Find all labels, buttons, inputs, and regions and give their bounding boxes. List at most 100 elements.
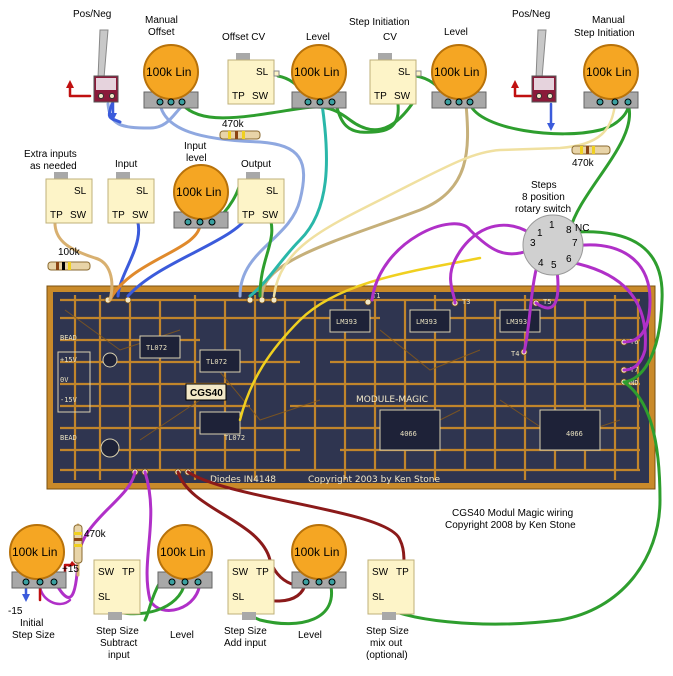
resistor-value: 470k (222, 119, 245, 130)
jack-tp-label: TP (242, 210, 255, 221)
t-labels: T1 T3 T5 T4 T6 T7 GND (372, 292, 639, 387)
ic-label: LM393 (416, 318, 437, 326)
rotary-position-label: 6 (566, 254, 572, 265)
t-label: T7 (630, 366, 638, 374)
label-initial: Initial (20, 618, 43, 629)
pot-level-1[interactable]: 100k Lin (291, 44, 347, 109)
pot-manual-step-initiation[interactable]: 100k Lin (583, 44, 639, 109)
label-level-2: Level (444, 27, 468, 38)
jack-step-size-subtract[interactable]: SW TP SL (93, 559, 141, 620)
resistor-value: 470k (84, 529, 107, 540)
ic-label: TL072 (206, 358, 227, 366)
pot-label: 100k Lin (12, 545, 57, 559)
t-label: T1 (372, 292, 380, 300)
pot-level-2[interactable]: 100k Lin (431, 44, 487, 109)
jack-sl-label: SL (74, 186, 87, 197)
label-manual-2: Manual (592, 15, 625, 26)
rotary-position-label: 8 (566, 225, 572, 236)
jack-tp-label: TP (256, 567, 269, 578)
bead-label: BEAD (60, 334, 77, 342)
pot-level-a[interactable]: 100k Lin (157, 524, 213, 589)
label-rotary-switch: rotary switch (515, 204, 571, 215)
label-plus15: +15 (62, 564, 79, 575)
jack-step-size-mix[interactable]: SW TP SL (367, 559, 415, 620)
caption-title: CGS40 Modul Magic wiring (452, 508, 573, 519)
cgs40-logo (185, 383, 227, 401)
power-label: 0V (60, 376, 69, 384)
arrow-down-icon (109, 113, 117, 121)
pcb-diodes: Diodes IN4148 (210, 475, 276, 485)
label-posneg-left: Pos/Neg (73, 9, 111, 20)
jack-sw-label: SW (98, 567, 115, 578)
label-step-size-sub-1: Step Size (96, 626, 139, 637)
power-header: +15V 0V -15V BEAD BEAD (57, 334, 120, 458)
arrow-up-icon (511, 80, 519, 88)
jack-sl-label: SL (256, 67, 269, 78)
pcb-board: TL072 TL072 TL072 LM393 LM393 LM393 4066… (46, 285, 656, 490)
ic-label: LM393 (506, 318, 527, 326)
jack-sl-label: SL (136, 186, 149, 197)
label-level-b: Level (298, 630, 322, 641)
rotary-position-label: 4 (538, 258, 544, 269)
rotary-switch[interactable]: 1 3 4 1 8 7 6 5 NC (522, 214, 589, 276)
jack-sw-label: SW (372, 567, 389, 578)
jack-sl-label: SL (398, 67, 411, 78)
jack-step-initiation-cv[interactable]: SL TP SW (369, 53, 422, 105)
toggle-switch-right[interactable] (531, 29, 557, 103)
jack-offset-cv[interactable]: SL TP SW (227, 53, 280, 105)
pot-label: 100k Lin (176, 185, 221, 199)
power-label: -15V (60, 396, 78, 404)
arrow-icon (68, 561, 76, 567)
jack-tp-label: TP (122, 567, 135, 578)
pot-label: 100k Lin (146, 65, 191, 79)
jack-extra-inputs[interactable]: SL TP SW (45, 172, 93, 224)
label-input-level-1: Input (184, 141, 206, 152)
resistor-left: 100k (47, 247, 91, 271)
label-as-needed: as needed (30, 161, 77, 172)
label-step-size-sub-3: input (108, 650, 130, 661)
toggle-switch-left[interactable] (93, 29, 119, 103)
t-label: T5 (543, 298, 551, 306)
resistor-top: 470k (219, 119, 261, 140)
label-step-size-add-1: Step Size (224, 626, 267, 637)
label-cv: CV (383, 32, 397, 43)
label-step-size-add-2: Add input (224, 638, 266, 649)
bead-label: BEAD (60, 434, 77, 442)
label-step-size-mix-3: (optional) (366, 650, 408, 661)
jack-tp-label: TP (374, 91, 387, 102)
rotary-position-label: 3 (530, 238, 536, 249)
pot-label: 100k Lin (294, 545, 339, 559)
label-input: Input (115, 159, 137, 170)
jack-step-size-add[interactable]: SW TP SL (227, 559, 275, 620)
pot-manual-offset[interactable]: 100k Lin (143, 44, 199, 109)
rotary-position-label: 7 (572, 238, 578, 249)
label-step-size-mix-1: Step Size (366, 626, 409, 637)
t-label: T4 (511, 350, 519, 358)
jack-output[interactable]: SL TP SW (237, 172, 285, 224)
jack-sl-label: SL (372, 592, 385, 603)
ic-label: TL072 (146, 344, 167, 352)
ic-label: LM393 (336, 318, 357, 326)
jack-sl-label: SL (266, 186, 279, 197)
labels: Pos/Neg Manual Offset Offset CV Level St… (8, 9, 635, 661)
resistor-value: 470k (572, 158, 595, 169)
ic-label: 4066 (400, 430, 417, 438)
pot-initial-step-size[interactable]: 100k Lin (9, 524, 67, 589)
label-level-1: Level (306, 32, 330, 43)
jack-sw-label: SW (70, 210, 87, 221)
jack-tp-label: TP (396, 567, 409, 578)
jack-input[interactable]: SL TP SW (107, 172, 155, 224)
board-name: MODULE-MAGIC (356, 395, 428, 405)
pot-level-b[interactable]: 100k Lin (291, 524, 347, 589)
jack-tp-label: TP (50, 210, 63, 221)
label-input-level-2: level (186, 153, 207, 164)
arrow-down-icon (547, 123, 555, 131)
rotary-position-label: 1 (537, 228, 543, 239)
resistor-value: 100k (58, 247, 81, 258)
label-minus15: -15 (8, 606, 23, 617)
gnd-label: GND (626, 379, 639, 387)
jack-sw-label: SW (232, 567, 249, 578)
pot-input-level[interactable]: 100k Lin (173, 164, 229, 229)
label-manual: Manual (145, 15, 178, 26)
